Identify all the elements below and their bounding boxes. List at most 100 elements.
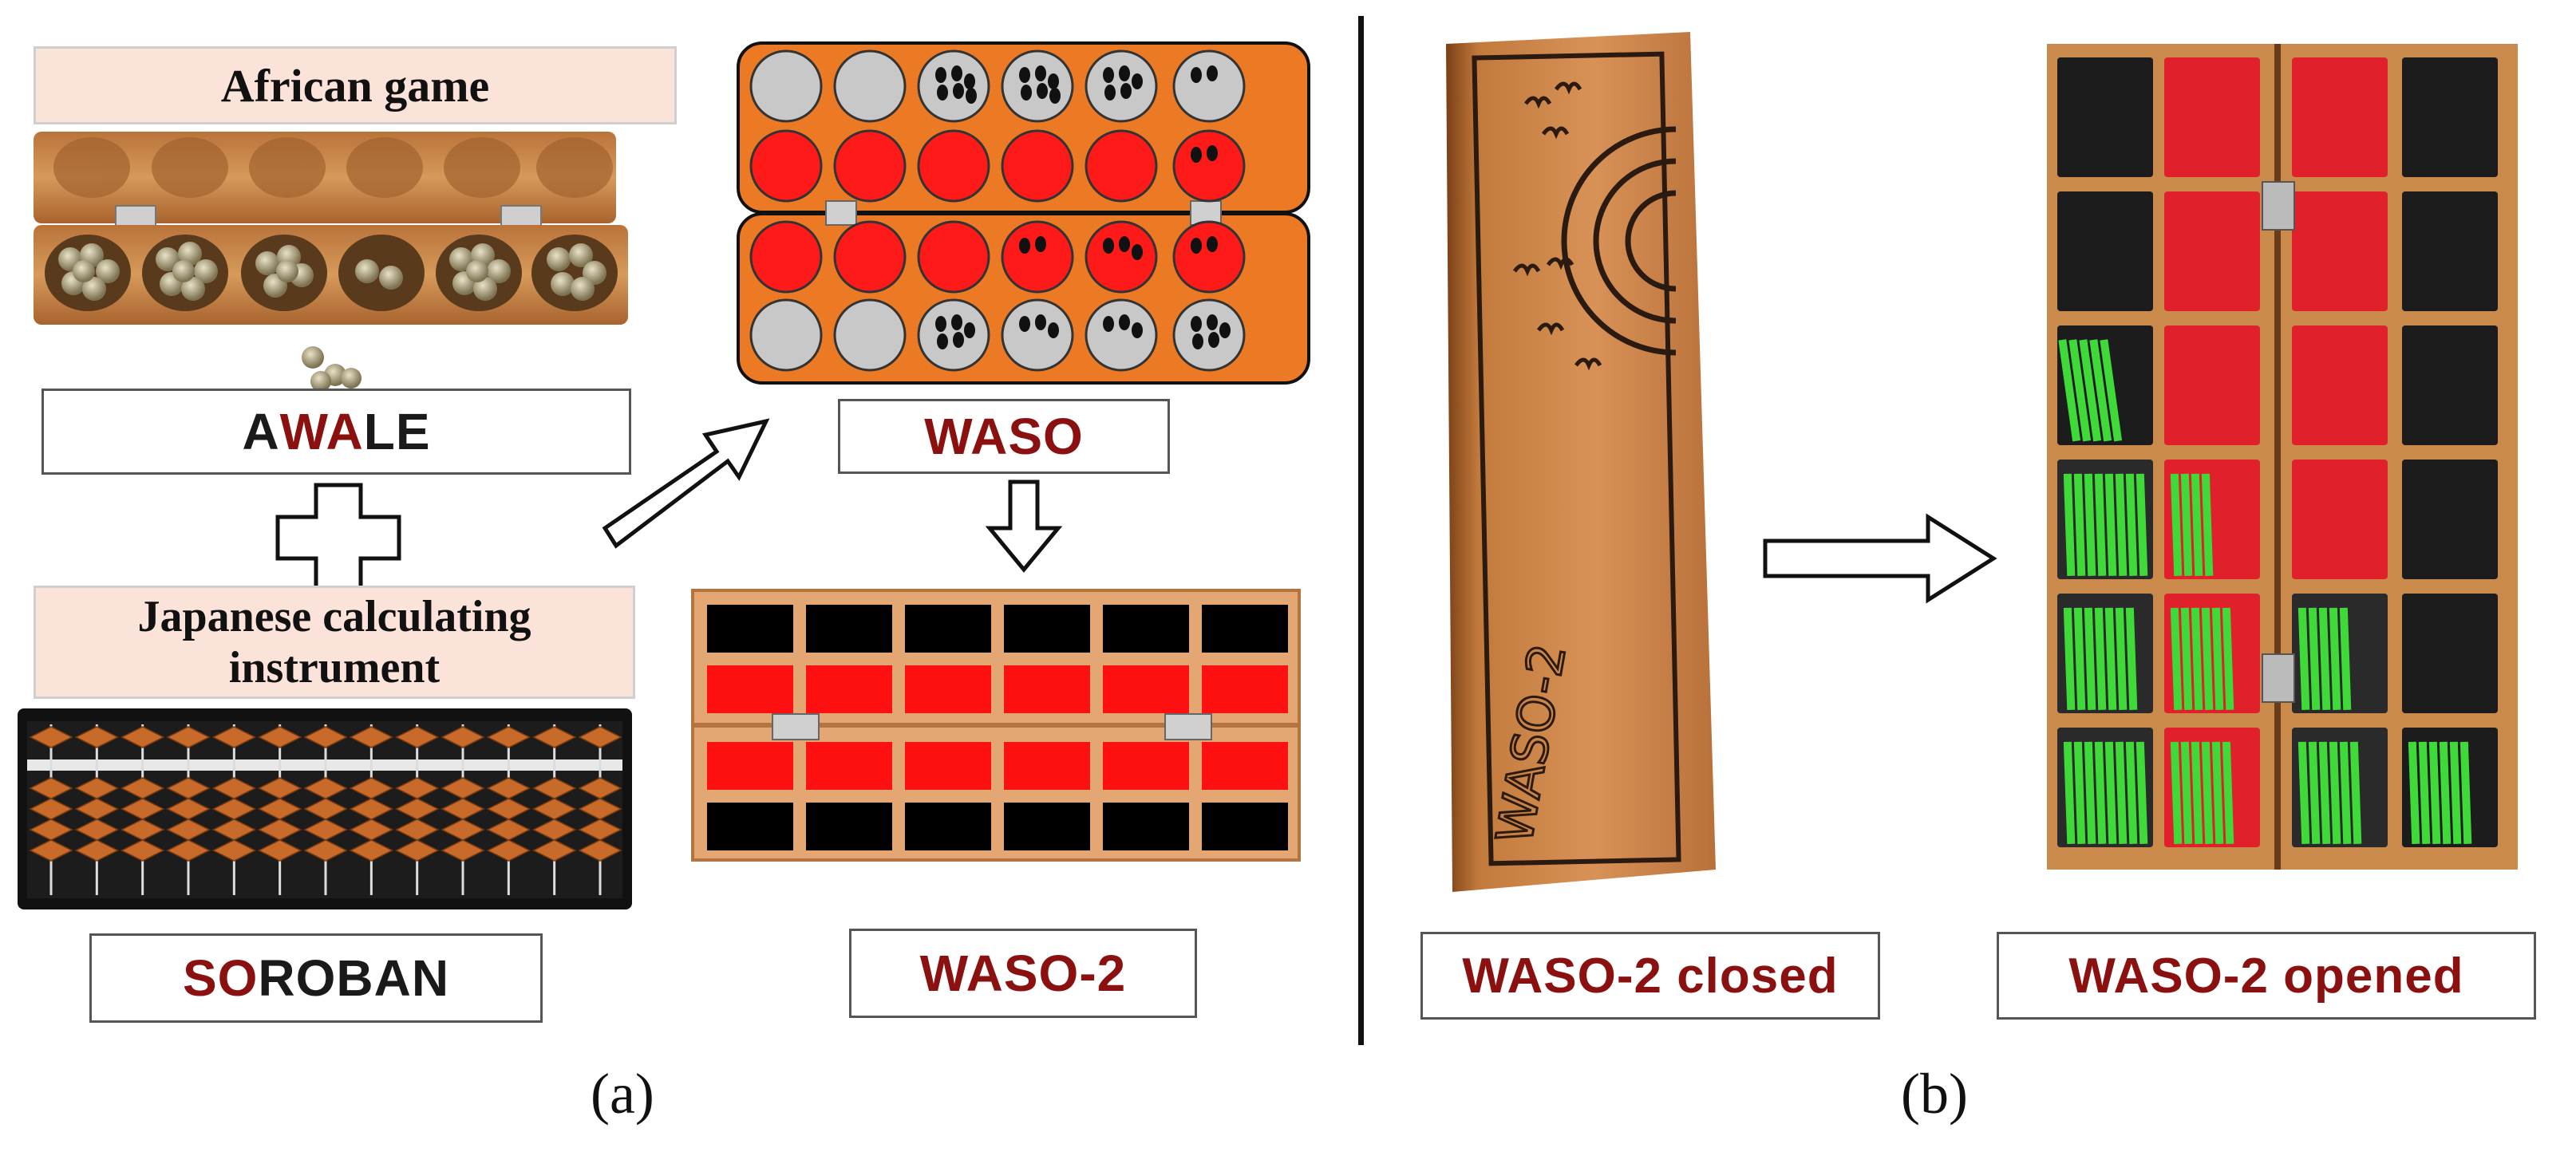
waso-seed: [1207, 314, 1218, 330]
soroban-bead: [349, 839, 394, 862]
waso2-carved-text: WASO-2: [1485, 640, 1578, 848]
green-stick: [2104, 741, 2117, 844]
soroban-bead: [303, 819, 348, 841]
waso-pit: [1172, 298, 1246, 372]
green-stick: [2073, 607, 2086, 710]
green-stick: [2089, 339, 2112, 442]
green-stick: [2201, 741, 2214, 844]
soroban-bead: [211, 798, 257, 820]
green-stick: [2308, 741, 2321, 844]
soroban-bead: [441, 819, 485, 841]
soroban-bead: [257, 777, 302, 799]
opened-cell: [2164, 594, 2260, 713]
soroban-bead: [578, 798, 622, 820]
waso-seed: [1208, 332, 1219, 348]
opened-cell: [2402, 57, 2498, 177]
soroban-bead: [441, 839, 485, 862]
waso-pit: [1172, 129, 1246, 203]
waso2-opened-label-text: WASO-2 opened: [2068, 948, 2464, 1004]
soroban-bead: [441, 726, 485, 748]
green-stick: [2339, 741, 2352, 844]
waso-seed: [1207, 236, 1218, 252]
green-stick: [2339, 607, 2352, 710]
header-african-game-text: African game: [220, 59, 490, 112]
waso-seed: [1103, 316, 1114, 332]
header-japanese-line2: instrument: [228, 643, 441, 692]
waso2-cell: [707, 803, 793, 850]
soroban-bead: [120, 819, 165, 841]
opened-cell: [2292, 191, 2388, 311]
opened-cell: [2164, 728, 2260, 847]
soroban-bead: [211, 777, 257, 799]
waso2-cell: [1004, 605, 1090, 653]
green-stick: [2180, 607, 2193, 710]
soroban-bead: [394, 726, 440, 748]
soroban-label-part1: SO: [182, 949, 259, 1007]
soroban-bead: [211, 839, 257, 862]
caption-a: (a): [591, 1062, 654, 1126]
waso-pit: [1001, 298, 1074, 372]
soroban-bead: [531, 839, 577, 862]
waso2-cell: [806, 742, 892, 790]
soroban-bead: [74, 839, 120, 862]
opened-cell: [2402, 191, 2498, 311]
green-stick: [2191, 473, 2203, 576]
soroban-bead: [257, 839, 302, 862]
waso2-closed-label-text: WASO-2 closed: [1462, 948, 1839, 1004]
waso2-cell: [1202, 742, 1288, 790]
waso-seed: [1049, 88, 1061, 104]
green-stick: [2180, 741, 2193, 844]
soroban-bead: [211, 819, 257, 841]
green-stick: [2073, 473, 2086, 576]
soroban-bead: [29, 777, 73, 799]
waso-seed: [1048, 322, 1059, 338]
waso2-cell: [1103, 803, 1189, 850]
green-stick: [2170, 473, 2183, 576]
waso-seed: [1207, 145, 1218, 161]
waso-seed: [1119, 65, 1130, 81]
soroban-bead: [441, 798, 485, 820]
green-stick: [2094, 741, 2107, 844]
opened-cell: [2057, 191, 2153, 311]
waso-seed: [1035, 236, 1046, 252]
opened-cell: [2057, 57, 2153, 177]
soroban-bead: [578, 726, 622, 748]
soroban-bead: [29, 726, 73, 748]
waso-pit: [749, 298, 823, 372]
opened-cell: [2402, 325, 2498, 445]
waso-seed: [1103, 67, 1114, 83]
waso-seed: [951, 65, 962, 81]
green-stick: [2201, 607, 2214, 710]
green-stick: [2125, 607, 2138, 710]
green-stick: [2125, 473, 2138, 576]
soroban-bead: [120, 839, 165, 862]
waso-seed: [1219, 322, 1231, 338]
green-stick: [2297, 741, 2310, 844]
green-stick: [2191, 607, 2203, 710]
waso-seed: [1120, 83, 1132, 99]
soroban-bead: [578, 839, 622, 862]
green-stick: [2125, 741, 2138, 844]
green-stick: [2068, 339, 2092, 442]
soroban-bead: [257, 726, 302, 748]
waso-seed: [1103, 238, 1114, 254]
green-stick: [2073, 741, 2086, 844]
green-stick: [2115, 741, 2128, 844]
green-stick: [2329, 607, 2341, 710]
waso-seed: [1048, 73, 1059, 89]
green-stick: [2135, 473, 2148, 576]
soroban-bead: [74, 819, 120, 841]
soroban-bead: [29, 839, 73, 862]
soroban-bead: [531, 798, 577, 820]
soroban-bead: [166, 819, 211, 841]
opened-cell: [2402, 594, 2498, 713]
waso-seed: [1132, 73, 1143, 89]
waso-seed: [964, 73, 975, 89]
waso2-cell: [905, 803, 991, 850]
waso-seed: [1132, 244, 1143, 260]
opened-cell: [2402, 460, 2498, 579]
opened-cell: [2164, 460, 2260, 579]
waso-pit: [1085, 220, 1158, 294]
opened-cell: [2057, 325, 2153, 445]
